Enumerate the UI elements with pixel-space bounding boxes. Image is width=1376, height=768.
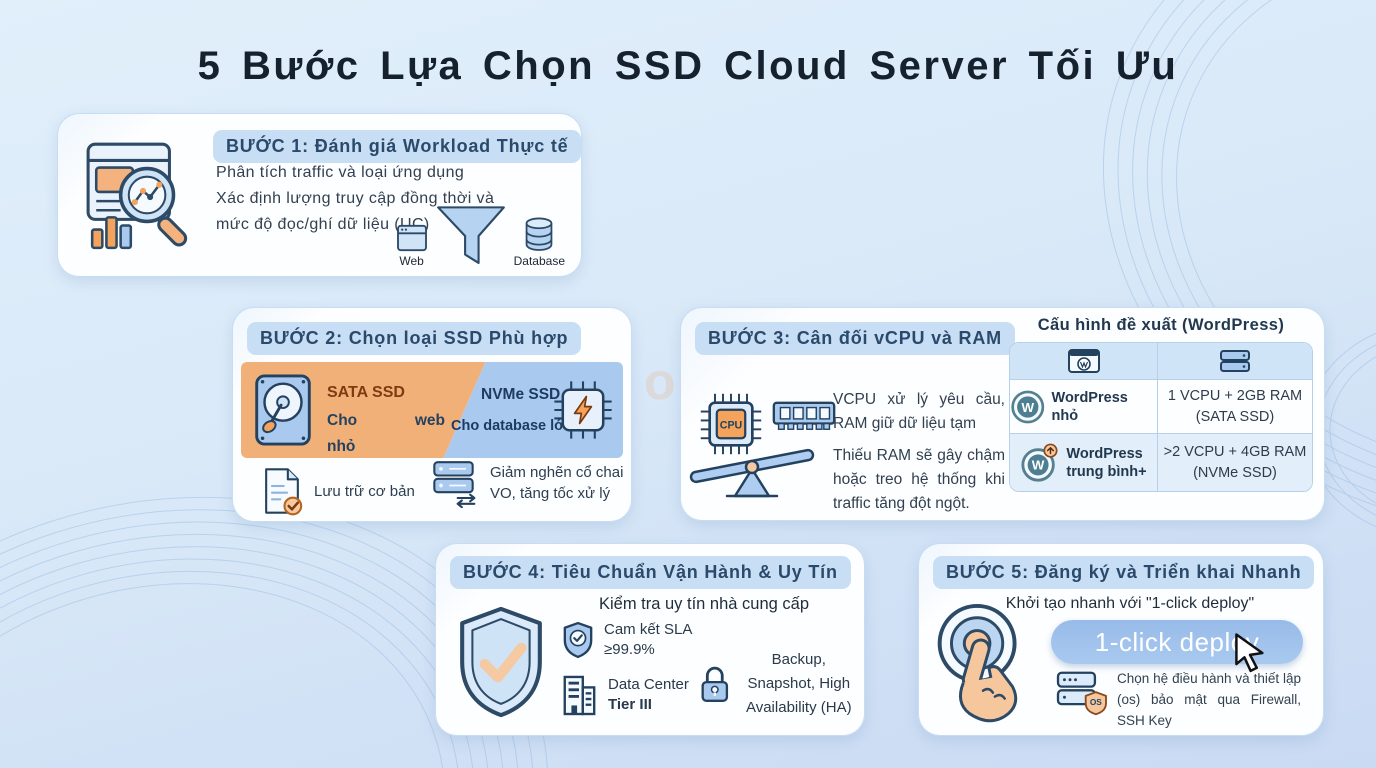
- config-row2-spec2: (NVMe SSD): [1193, 464, 1277, 481]
- config-row2-spec1: >2 VCPU + 4GB RAM: [1163, 443, 1307, 460]
- lock-icon: [701, 666, 729, 702]
- deploy-button-label: 1-click deploy: [1094, 626, 1260, 657]
- svg-text:W: W: [1021, 399, 1034, 414]
- click-hand-icon: [937, 603, 1018, 723]
- step3-paragraph1: VCPU xử lý yêu cầu, RAM giữ dữ liệu tạm: [833, 391, 1005, 432]
- balance-seesaw-icon: [689, 448, 815, 498]
- sata-ssd-title: SATA SSD: [327, 384, 405, 401]
- step2-card: BƯỚC 2: Chọn loại SSD Phù hợp SATA SSD C…: [232, 307, 632, 522]
- step1-card: BƯỚC 1: Đánh giá Workload Thực tế Phân t…: [57, 113, 582, 277]
- shield-check-icon: [460, 606, 542, 718]
- sata-desc-word2: web: [414, 412, 445, 429]
- hdd-icon: [255, 374, 311, 446]
- sla-line2: ≥99.9%: [604, 641, 655, 658]
- database-icon: [525, 217, 553, 251]
- os-label: OS: [1090, 697, 1102, 707]
- workload-analytics-icon: [86, 142, 188, 250]
- step5-description: Chọn hệ điều hành và thiết lập (os) bảo …: [1117, 671, 1301, 728]
- step3-paragraph2: Thiếu RAM sẽ gây chậm hoặc treo hệ thống…: [833, 447, 1005, 512]
- step1-line1: Phân tích traffic và loại ứng dụng: [216, 164, 465, 181]
- table-row: W WordPress nhỏ 1 VCPU + 2GB RAM (SATA S…: [1010, 379, 1312, 433]
- document-check-icon: [265, 468, 303, 516]
- cursor-arrow-icon: [1235, 633, 1264, 673]
- page-title: 5 Bước Lựa Chọn SSD Cloud Server Tối Ưu: [197, 44, 1179, 88]
- datacenter-line2: Tier III: [608, 696, 652, 713]
- ram-icon: [772, 401, 836, 430]
- step1-line3: mức độ đọc/ghí dữ liệu (UC): [216, 216, 430, 233]
- cpu-icon: CPU: [700, 393, 762, 455]
- config-row2-name-line1: WordPress: [1066, 445, 1143, 462]
- datacenter-building-icon: [563, 675, 596, 716]
- nvme-desc: Cho database lớn: [451, 418, 574, 434]
- step4-subtitle: Kiểm tra uy tín nhà cung cấp: [598, 595, 810, 613]
- step5-subtitle: Khởi tạo nhanh với "1-click deploy": [1005, 595, 1255, 612]
- ssd-comparison-band: SATA SSD Cho web nhỏ NVMe SSD Cho databa…: [241, 362, 623, 458]
- web-label: Web: [399, 254, 424, 268]
- wordpress-plus-logo: W: [1021, 443, 1058, 482]
- nvme-benefit-line2: VO, tăng tốc xử lý: [490, 485, 611, 502]
- nvme-ssd-title: NVMe SSD: [481, 386, 561, 403]
- sla-shield-icon: [563, 621, 593, 659]
- recommended-config-table: Cấu hình đề xuất (WordPress): [1009, 316, 1313, 492]
- step2-header: BƯỚC 2: Chọn loại SSD Phù hợp: [247, 322, 582, 355]
- nvme-chip-icon: [554, 381, 612, 439]
- step4-card: BƯỚC 4: Tiêu Chuẩn Vận Hành & Uy Tín Kiể…: [435, 543, 865, 736]
- one-click-deploy-button: 1-click deploy: [1051, 620, 1303, 664]
- step5-header: BƯỚC 5: Đăng ký và Triển khai Nhanh: [933, 556, 1315, 589]
- database-label: Database: [513, 254, 565, 268]
- sata-desc-word1: Cho: [327, 412, 358, 429]
- config-row1-spec1: 1 VCPU + 2GB RAM: [1167, 387, 1303, 404]
- server-io-icon: [433, 461, 476, 508]
- server-os-icon: OS: [1056, 671, 1107, 716]
- svg-text:W: W: [1032, 457, 1045, 472]
- cpu-label: CPU: [720, 419, 743, 431]
- sla-line1: Cam kết SLA: [604, 621, 693, 638]
- step3-header: BƯỚC 3: Cân đối vCPU và RAM: [695, 322, 1015, 355]
- step4-header: BƯỚC 4: Tiêu Chuẩn Vận Hành & Uy Tín: [450, 556, 851, 589]
- config-row2-name-line2: trung bình+: [1066, 463, 1147, 480]
- nvme-benefit-line1: Giảm nghẽn cổ chai: [490, 464, 624, 481]
- step1-line2: Xác định lượng truy cập đồng thời và: [216, 190, 495, 207]
- ha-text: Backup, Snapshot, High Availability (HA): [745, 651, 852, 716]
- step3-card: BƯỚC 3: Cân đối vCPU và RAM CPU: [680, 307, 1325, 521]
- config-row1-spec2: (SATA SSD): [1195, 408, 1275, 425]
- wordpress-logo: W: [1011, 390, 1045, 423]
- web-browser-icon: [396, 224, 427, 252]
- table-row: W WordPress trung bình+ >2 VCPU + 4GB RA…: [1010, 433, 1312, 491]
- table-title: Cấu hình đề xuất (WordPress): [1037, 316, 1285, 334]
- server-spec-icon: [1220, 350, 1250, 372]
- config-row1-name: WordPress nhỏ: [1051, 389, 1128, 424]
- funnel-icon: [436, 206, 505, 264]
- datacenter-line1: Data Center: [608, 676, 689, 693]
- sata-benefit-label: Lưu trữ cơ bản: [314, 482, 415, 500]
- step1-header: BƯỚC 1: Đánh giá Workload Thực tế: [213, 130, 582, 163]
- step5-card: BƯỚC 5: Đăng ký và Triển khai Nhanh Khởi…: [918, 543, 1324, 736]
- sata-desc-line2: nhỏ: [327, 438, 356, 455]
- wordpress-site-icon: [1067, 349, 1100, 373]
